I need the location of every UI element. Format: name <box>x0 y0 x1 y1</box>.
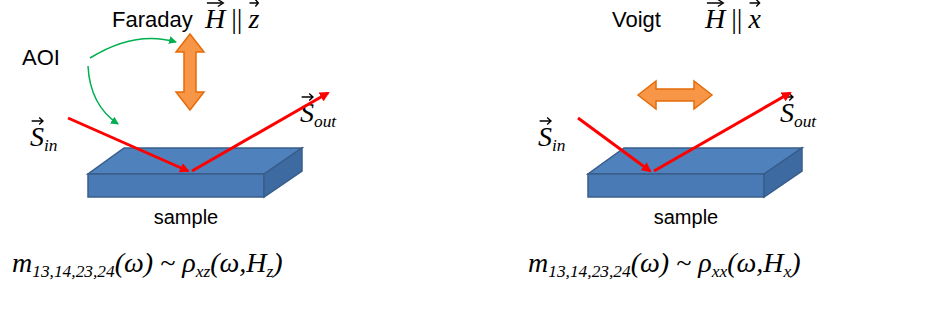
symbol-text: (ω,H <box>210 247 266 278</box>
slab-outline <box>86 146 306 200</box>
symbol-text: m <box>12 247 32 278</box>
symbol-text: AOI <box>22 45 60 70</box>
subscript: z <box>267 262 274 281</box>
config-title: Voigt <box>612 8 661 32</box>
symbol-text: H <box>205 4 225 35</box>
field-label: H||x <box>705 4 761 35</box>
vector-arrow <box>706 0 724 7</box>
sample-slab: sample <box>586 146 806 231</box>
subscript: x <box>783 262 791 281</box>
subscript: in <box>552 136 566 155</box>
subscript: out <box>794 112 816 131</box>
beam-label: Sout <box>780 98 816 131</box>
symbol-text: Voigt <box>612 7 661 32</box>
symbol-text: || <box>231 3 242 34</box>
symbol-text: S <box>780 98 794 129</box>
subscript: 13,14,23,24 <box>32 262 114 281</box>
vector-arrow <box>781 92 794 101</box>
vector-arrow <box>206 0 224 7</box>
subscript: in <box>44 136 58 155</box>
formula: m13,14,23,24(ω) ~ ρxz(ω,Hz) <box>12 248 283 281</box>
node-label: sample <box>154 206 218 229</box>
symbol-text: || <box>731 3 742 34</box>
symbol-text: S <box>300 98 314 129</box>
beam-label: Sin <box>30 122 58 155</box>
symbol-text: m <box>528 247 548 278</box>
field-label: H||z <box>205 4 259 35</box>
node-label: sample <box>654 206 718 229</box>
symbol-text: ) <box>791 247 800 278</box>
vector-arrow <box>539 116 552 125</box>
symbol-text: z <box>248 4 259 35</box>
symbol-text: ) <box>273 247 282 278</box>
subscript: out <box>314 112 336 131</box>
field-arrow <box>176 34 204 110</box>
vector-arrow <box>749 0 760 7</box>
symbol-text: S <box>30 122 44 153</box>
beam-label: Sin <box>538 122 566 155</box>
angle-arrow <box>88 66 118 124</box>
symbol-text: x <box>748 4 760 35</box>
formula: m13,14,23,24(ω) ~ ρxx(ω,Hx) <box>528 248 801 281</box>
slab-outline <box>586 146 806 200</box>
sample-slab: sample <box>86 146 306 231</box>
vector-arrow <box>249 0 259 7</box>
subscript: xz <box>196 262 210 281</box>
symbol-text: Faraday <box>112 7 193 32</box>
symbol-text: H <box>705 4 725 35</box>
vector-arrow <box>31 116 44 125</box>
angle-label: AOI <box>22 46 60 70</box>
symbol-text: (ω) ~ ρ <box>631 247 712 278</box>
angle-arrow <box>90 38 176 58</box>
subscript: xx <box>712 262 727 281</box>
field-arrow <box>638 81 712 109</box>
subscript: 13,14,23,24 <box>548 262 630 281</box>
beam-label: Sout <box>300 98 336 131</box>
symbol-text: (ω) ~ ρ <box>115 247 196 278</box>
config-title: Faraday <box>112 8 193 32</box>
symbol-text: (ω,H <box>727 247 783 278</box>
symbol-text: S <box>538 122 552 153</box>
vector-arrow <box>301 92 314 101</box>
